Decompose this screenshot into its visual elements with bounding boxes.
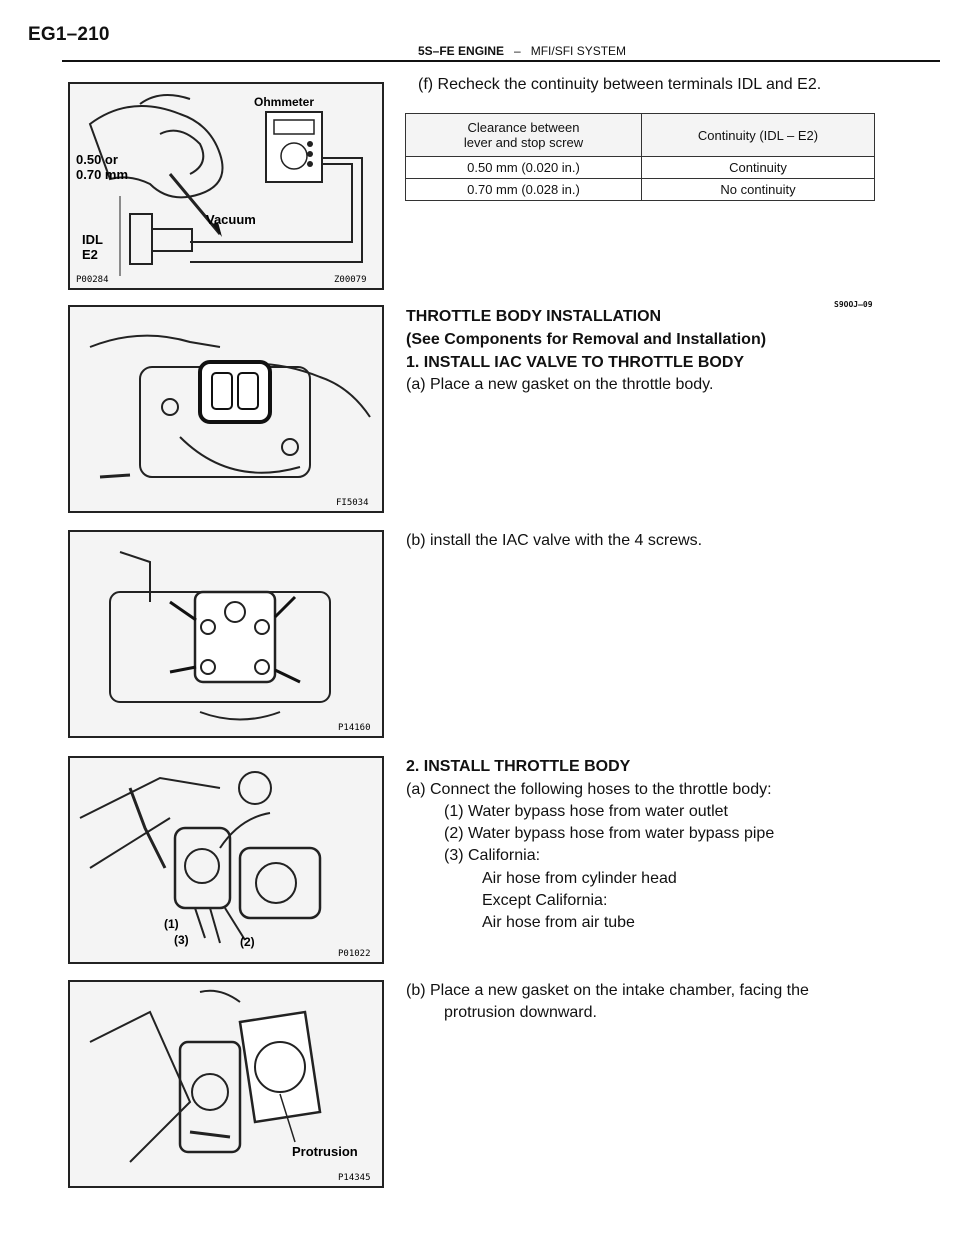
step2-title: 2. INSTALL THROTTLE BODY (406, 758, 631, 775)
section-subtitle: (See Components for Removal and Installa… (406, 331, 767, 348)
figure-code: FI5034 (336, 498, 369, 508)
figure-code-left: P00284 (76, 275, 109, 285)
figure-code: P14345 (338, 1173, 371, 1183)
figure-throttle-body-hoses: (1) (3) (2) P01022 (68, 756, 384, 964)
label-hose-2: (2) (240, 935, 255, 949)
header-rule (62, 60, 940, 62)
cell-clearance: 0.50 mm (0.020 in.) (405, 156, 642, 179)
step2-a-text: (a) Connect the following hoses to the t… (406, 781, 772, 798)
label-e2: E2 (82, 247, 98, 262)
step2-a3-california: Air hose from cylinder head (482, 870, 677, 887)
step2-b-text-line2: protrusion downward. (444, 1004, 597, 1021)
ohmmeter-illustration: Ohmmeter 0.50 or 0.70 mm Vacuum IDL E2 P… (76, 94, 367, 285)
cell-clearance: 0.70 mm (0.028 in.) (405, 178, 642, 201)
label-hose-3: (3) (174, 933, 189, 947)
step1-title: 1. INSTALL IAC VALVE TO THROTTLE BODY (406, 354, 745, 371)
header-separator: – (514, 44, 521, 58)
step2-a3-text: (3) California: (444, 847, 541, 864)
step1-b-text: (b) install the IAC valve with the 4 scr… (406, 532, 703, 549)
section-name: 5S–FE ENGINE (418, 44, 505, 58)
step2-b-text-line1: (b) Place a new gasket on the intake cha… (406, 982, 809, 999)
label-clearance-2: 0.70 mm (76, 167, 128, 182)
step2-a3-except: Except California: (482, 892, 608, 909)
table-row: 0.70 mm (0.028 in.) No continuity (405, 178, 875, 201)
label-vacuum: Vacuum (206, 212, 256, 227)
label-protrusion: Protrusion (292, 1144, 358, 1159)
continuity-table: Clearance between lever and stop screw C… (405, 113, 875, 201)
table-header-row: Clearance between lever and stop screw C… (405, 113, 875, 157)
label-hose-1: (1) (164, 917, 179, 931)
col-clearance-header: Clearance between lever and stop screw (405, 113, 642, 157)
page-code: EG1–210 (28, 24, 110, 45)
figure-code: P01022 (338, 949, 371, 959)
header-section: 5S–FE ENGINE–MFI/SFI SYSTEM (418, 44, 626, 58)
figure-code-right: Z00079 (334, 275, 367, 285)
figure-ohmmeter-check: Ohmmeter 0.50 or 0.70 mm Vacuum IDL E2 P… (68, 82, 384, 290)
label-ohmmeter: Ohmmeter (254, 95, 314, 109)
figure-gasket-throttle-body: FI5034 (68, 305, 384, 513)
step1-a-text: (a) Place a new gasket on the throttle b… (406, 376, 714, 393)
label-idl: IDL (82, 232, 103, 247)
figure-code: P14160 (338, 723, 371, 733)
cell-continuity: No continuity (641, 178, 875, 201)
subsection-name: MFI/SFI SYSTEM (530, 44, 627, 58)
step2-a2-text: (2) Water bypass hose from water bypass … (444, 825, 775, 842)
col-continuity-header: Continuity (IDL – E2) (641, 113, 875, 157)
cell-continuity: Continuity (641, 156, 875, 179)
figure-iac-valve-screws: P14160 (68, 530, 384, 738)
label-clearance-1: 0.50 or (76, 152, 118, 167)
figure-intake-gasket: Protrusion P14345 (68, 980, 384, 1188)
section-title: THROTTLE BODY INSTALLATION (406, 308, 662, 325)
step-f-text: (f) Recheck the continuity between termi… (418, 76, 822, 93)
step2-a1-text: (1) Water bypass hose from water outlet (444, 803, 728, 820)
table-row: 0.50 mm (0.020 in.) Continuity (405, 156, 875, 179)
section-code: S9OOJ–09 (834, 300, 873, 309)
step2-a3-except-hose: Air hose from air tube (482, 914, 635, 931)
